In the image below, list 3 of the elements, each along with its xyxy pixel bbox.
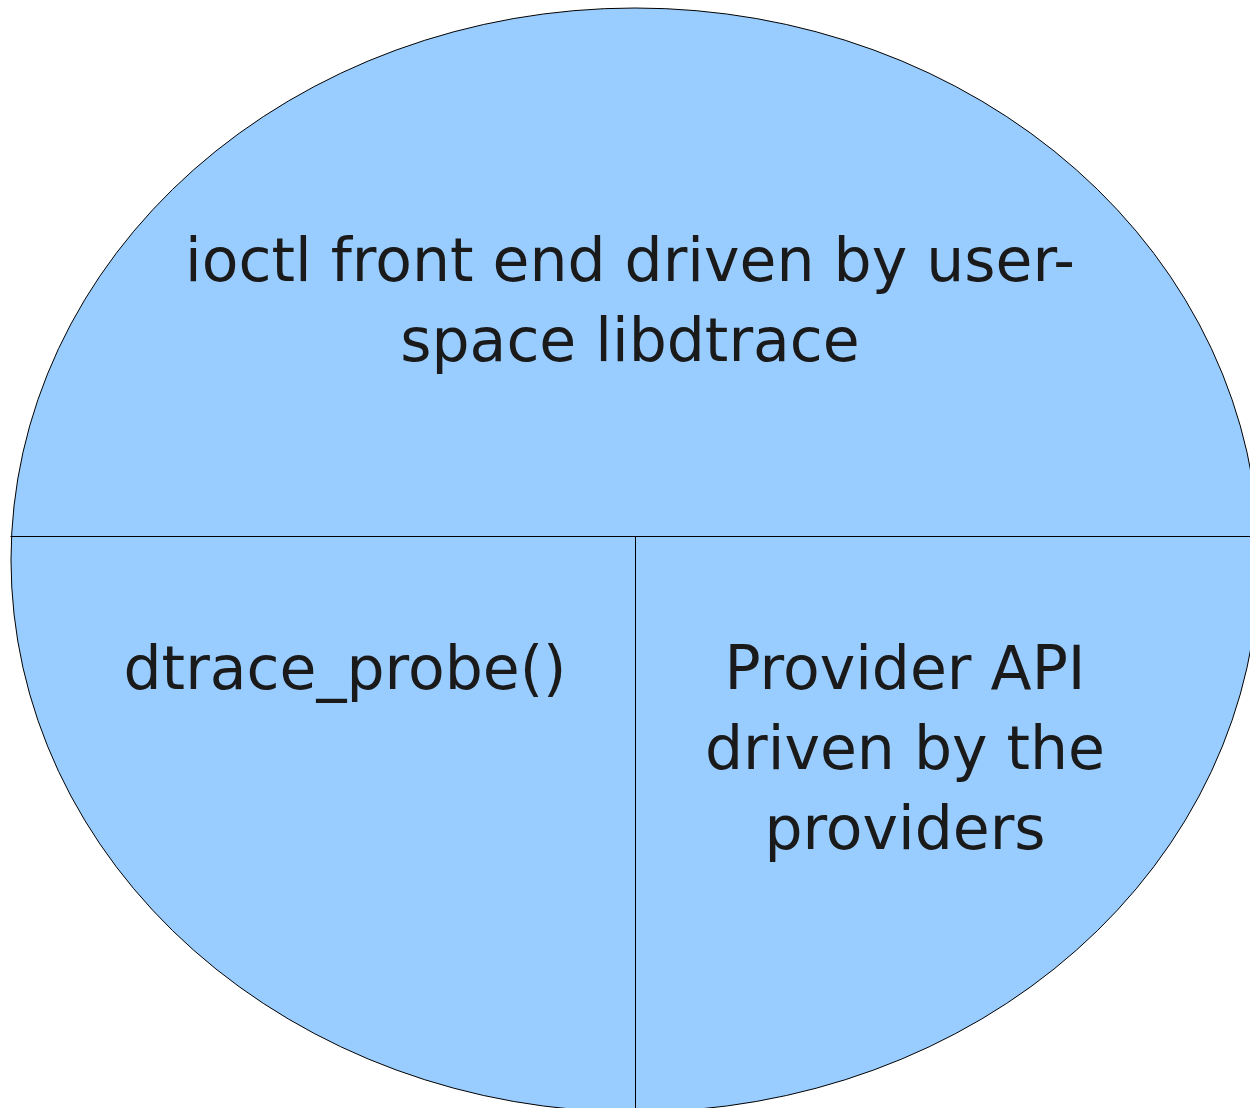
region-label: dtrace_probe() (123, 632, 567, 705)
region-label: ioctl front end driven by user-space libdtrace (184, 224, 1076, 377)
region-label: Provider API driven by the providers (703, 632, 1107, 865)
